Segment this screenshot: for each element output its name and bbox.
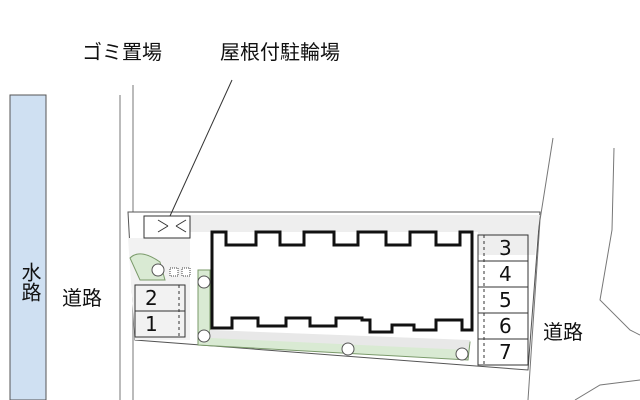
road-right-label: 道路 — [543, 320, 583, 344]
driveway-left — [128, 238, 190, 340]
parking-space — [134, 310, 186, 338]
parking-number: 2 — [145, 286, 158, 310]
parking-number: 1 — [145, 312, 158, 336]
parking-left — [134, 284, 186, 338]
building-outline — [210, 230, 474, 334]
water-channel-label: 水路 — [18, 262, 42, 307]
road-left-label: 道路 — [62, 286, 102, 310]
tree-icon — [455, 347, 469, 361]
road-right-curve-2 — [574, 379, 640, 400]
gravel-area — [210, 330, 470, 350]
garbage-x-1 — [157, 219, 169, 227]
parking-number: 4 — [499, 262, 512, 286]
water-channel-text: 水路 — [18, 262, 42, 302]
road-right-edge — [527, 137, 554, 400]
parking-number: 5 — [499, 288, 512, 312]
parking-number: 3 — [499, 236, 512, 260]
driveway-top — [190, 215, 540, 255]
tree-icon — [341, 342, 355, 356]
bike-parking-leader — [169, 79, 233, 217]
bike-grid-icon — [169, 267, 179, 277]
parking-number: 7 — [499, 340, 512, 364]
tree-icon — [197, 275, 211, 289]
water-channel — [9, 94, 47, 400]
garbage-x-3 — [175, 219, 187, 227]
tree-icon — [197, 329, 211, 343]
parking-right — [477, 234, 529, 366]
parking-space — [477, 338, 529, 366]
road-right-curve — [599, 147, 640, 336]
garbage-x-2 — [157, 225, 169, 233]
bike-parking-label: 屋根付駐輪場 — [220, 40, 340, 64]
tree-icon — [151, 263, 165, 277]
garbage-label: ゴミ置場 — [82, 40, 162, 64]
bike-grid-icon — [181, 267, 191, 277]
parking-number: 6 — [499, 314, 512, 338]
garbage-x-4 — [175, 225, 187, 233]
